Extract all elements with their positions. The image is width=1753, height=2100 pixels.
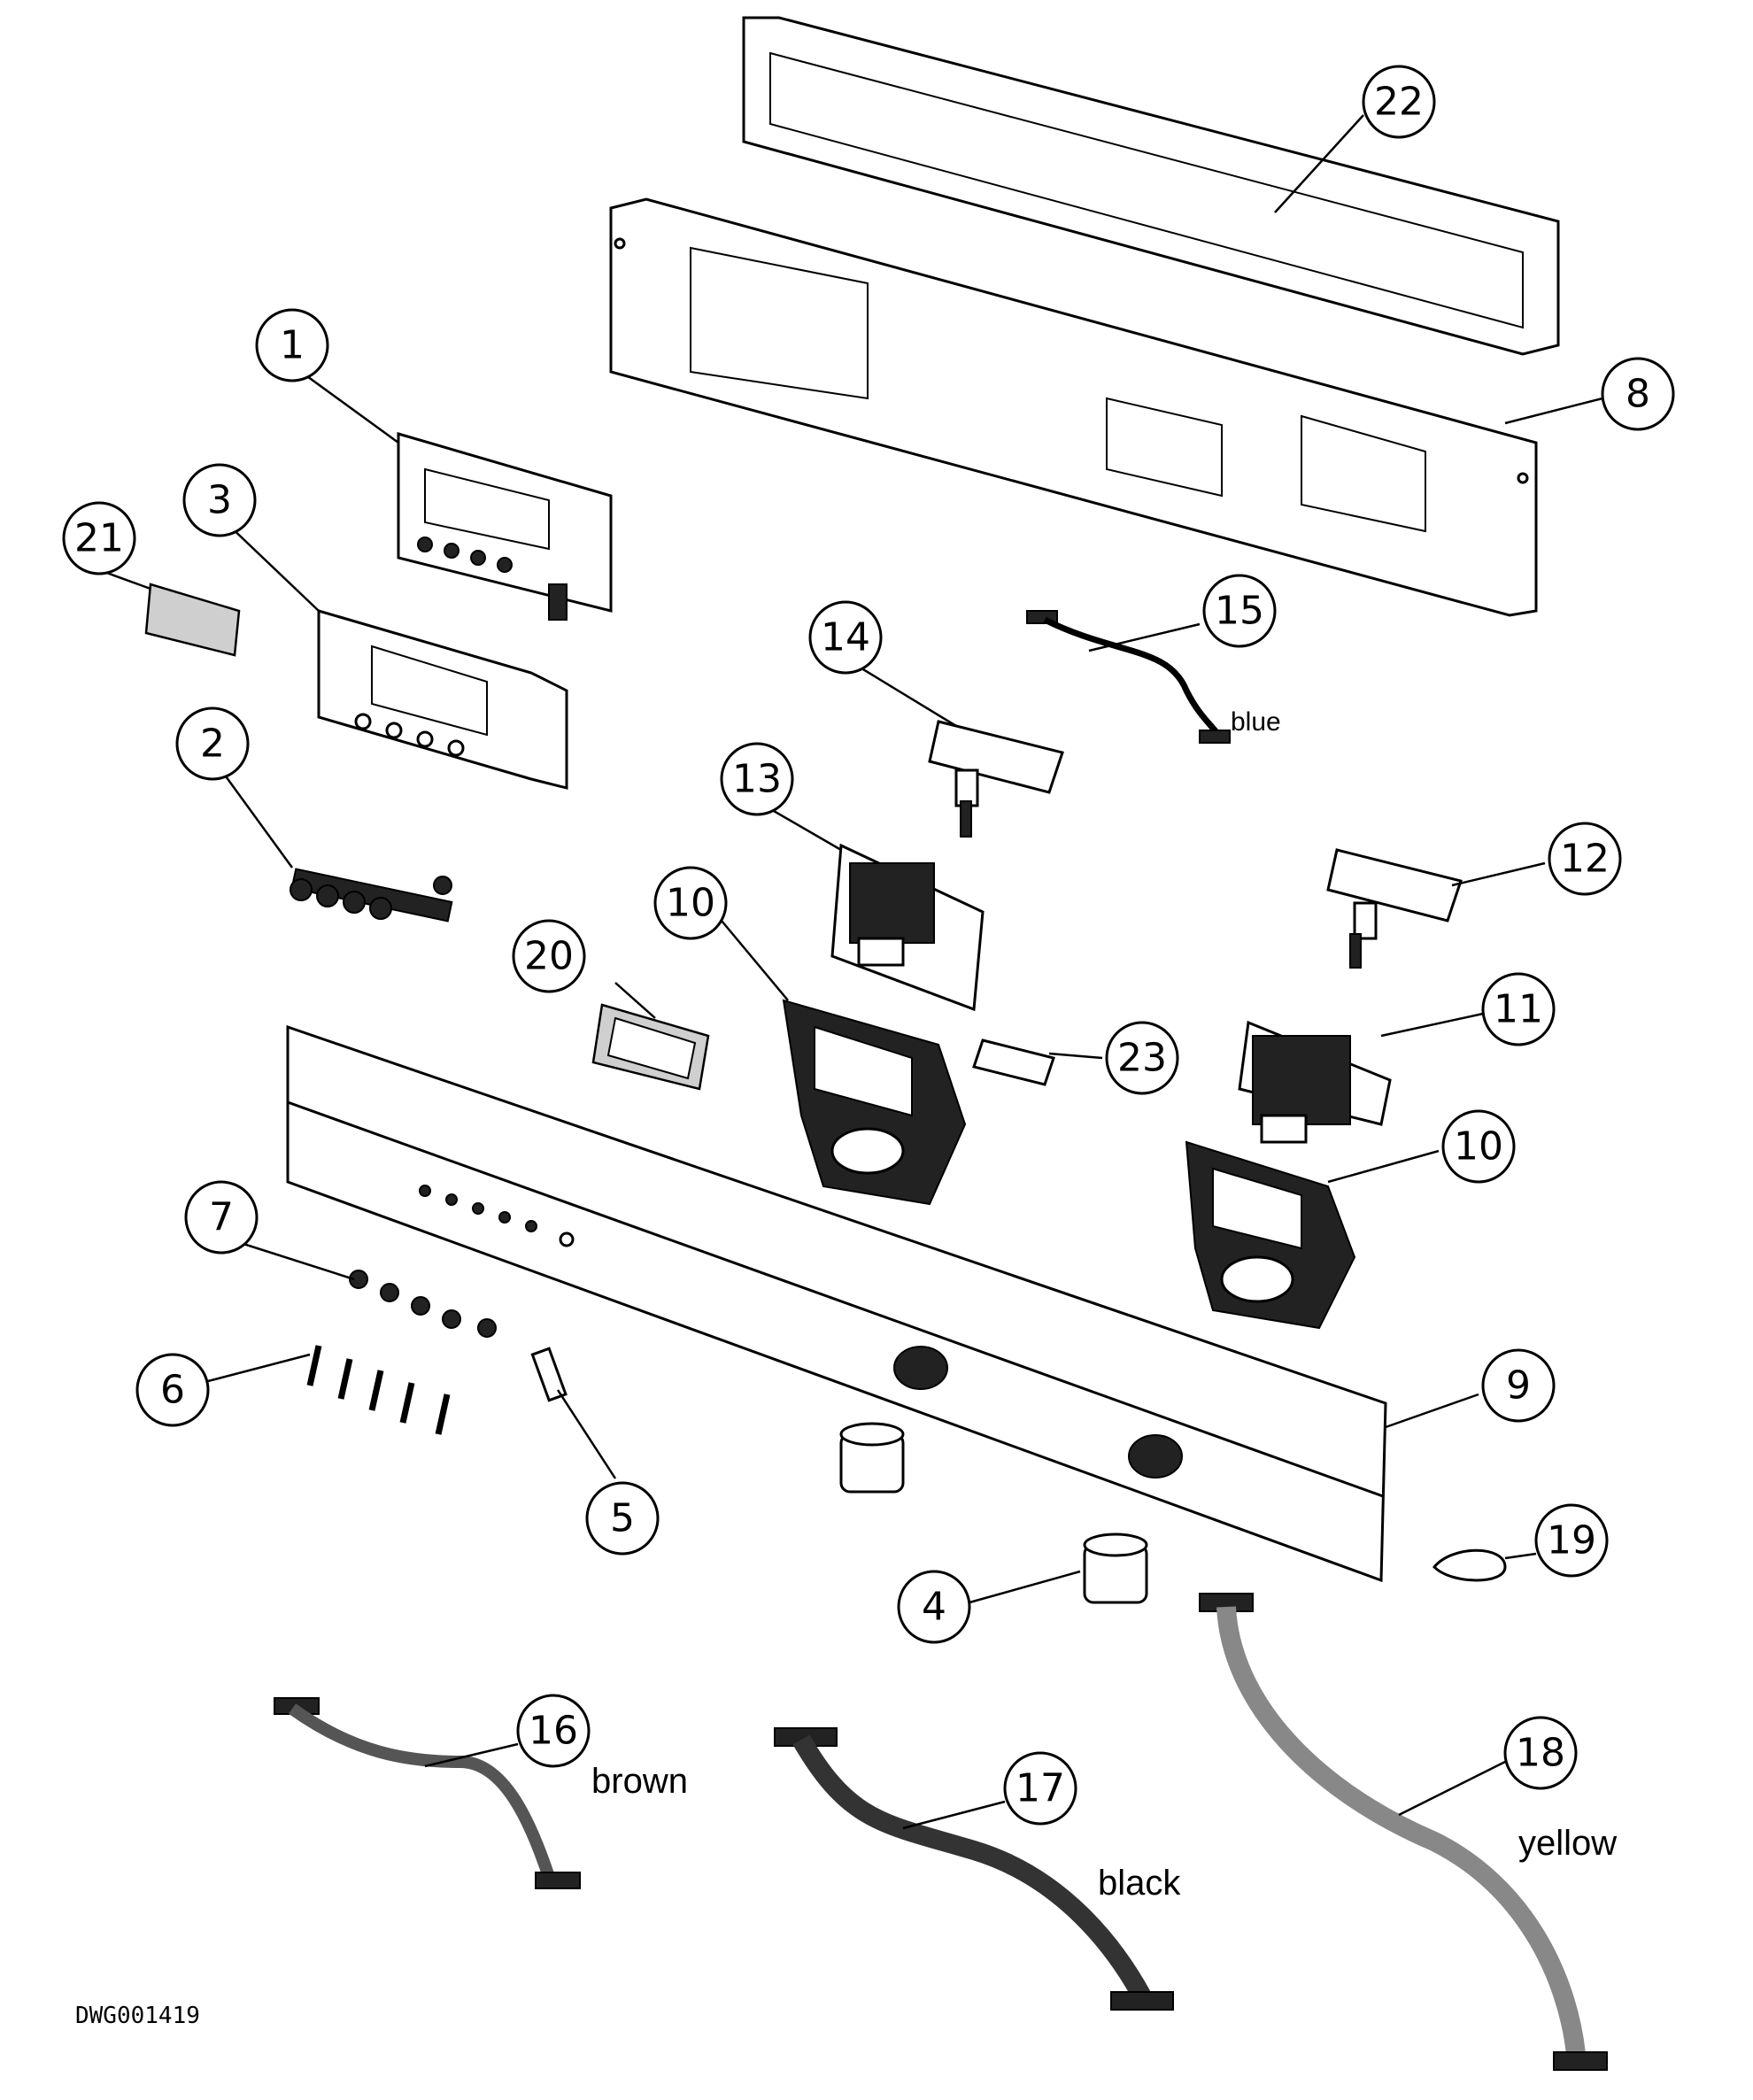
svg-text:2: 2 [200, 722, 225, 767]
callout-2: 2 [175, 706, 250, 781]
svg-text:19: 19 [1547, 1518, 1596, 1563]
callout-20: 20 [512, 919, 586, 993]
svg-text:8: 8 [1626, 372, 1650, 417]
part-4-knob-sleeve-right [1083, 1533, 1148, 1604]
callout-7: 7 [184, 1180, 259, 1255]
part-10-knob-bracket-upper [782, 999, 967, 1206]
svg-text:5: 5 [610, 1496, 635, 1541]
callout-23: 23 [1105, 1021, 1179, 1095]
callout-3: 3 [182, 463, 257, 537]
callout-9: 9 [1481, 1348, 1556, 1423]
part-7-buttons [349, 1270, 497, 1338]
callout-17: 17 [1003, 1751, 1077, 1826]
callout-5: 5 [585, 1481, 660, 1556]
svg-text:15: 15 [1215, 589, 1264, 634]
leader-lines [101, 114, 1603, 1830]
part-3-display-housing [317, 609, 568, 790]
callout-10-lower: 10 [1441, 1109, 1516, 1184]
callout-8: 8 [1601, 357, 1675, 431]
svg-text:10: 10 [1454, 1124, 1503, 1170]
svg-text:6: 6 [160, 1368, 185, 1413]
svg-text:14: 14 [821, 615, 870, 660]
part-20-gasket [591, 1003, 710, 1091]
part-15-blue-harness [1026, 610, 1231, 744]
svg-text:13: 13 [732, 757, 782, 802]
svg-text:3: 3 [207, 478, 232, 523]
part-6-light-pipes [306, 1345, 451, 1435]
svg-text:22: 22 [1374, 80, 1424, 125]
svg-text:20: 20 [524, 934, 574, 979]
part-23-small-board [972, 1038, 1055, 1086]
part-19-clip [1432, 1548, 1507, 1582]
callout-6: 6 [135, 1353, 210, 1427]
part-21-lens [144, 583, 241, 657]
part-17-black-harness [774, 1727, 1174, 2011]
part-16-brown-harness [274, 1697, 581, 1889]
part-1-display-board [397, 432, 613, 621]
svg-text:16: 16 [529, 1709, 578, 1754]
part-9-front-panel [286, 1024, 1387, 1583]
wire-label-black: black [1098, 1864, 1181, 1903]
drawing-id: DWG001419 [75, 2003, 200, 2029]
wire-label-yellow: yellow [1518, 1824, 1617, 1863]
callout-10-upper: 10 [653, 866, 728, 940]
svg-text:12: 12 [1560, 837, 1610, 882]
svg-text:17: 17 [1016, 1766, 1065, 1811]
part-10-knob-bracket-lower [1185, 1140, 1356, 1330]
svg-text:21: 21 [74, 516, 124, 561]
callout-4: 4 [897, 1570, 971, 1644]
callout-13: 13 [720, 742, 794, 816]
part-12-encoder-board [1326, 848, 1463, 969]
callout-15: 15 [1202, 574, 1277, 648]
svg-text:10: 10 [666, 881, 715, 926]
svg-text:1: 1 [280, 323, 305, 368]
wire-label-brown: brown [591, 1762, 688, 1801]
svg-text:4: 4 [922, 1585, 946, 1630]
callout-18: 18 [1503, 1716, 1578, 1790]
part-5-pin [530, 1347, 568, 1402]
wire-label-blue: blue [1231, 707, 1281, 737]
callout-19: 19 [1534, 1503, 1609, 1578]
part-14-encoder-board [928, 720, 1064, 838]
callout-16: 16 [516, 1694, 591, 1768]
part-4-knob-sleeve-left [839, 1422, 905, 1494]
svg-text:7: 7 [209, 1195, 234, 1240]
svg-text:18: 18 [1516, 1731, 1565, 1776]
part-13-switch-board [830, 843, 985, 1012]
part-8-back-plate [609, 197, 1538, 617]
callout-21: 21 [62, 501, 136, 575]
part-18-yellow-harness [1199, 1593, 1608, 2071]
svg-text:11: 11 [1494, 987, 1543, 1032]
callout-14: 14 [808, 600, 883, 675]
part-11-switch-board [1238, 1020, 1392, 1144]
svg-text:23: 23 [1117, 1036, 1167, 1081]
svg-text:9: 9 [1506, 1363, 1531, 1409]
callout-22: 22 [1362, 65, 1436, 139]
callout-11: 11 [1481, 972, 1556, 1046]
part-22-rear-frame [742, 16, 1560, 356]
callout-1: 1 [255, 308, 329, 382]
callout-12: 12 [1548, 822, 1622, 896]
part-2-button-actuators [290, 868, 453, 923]
